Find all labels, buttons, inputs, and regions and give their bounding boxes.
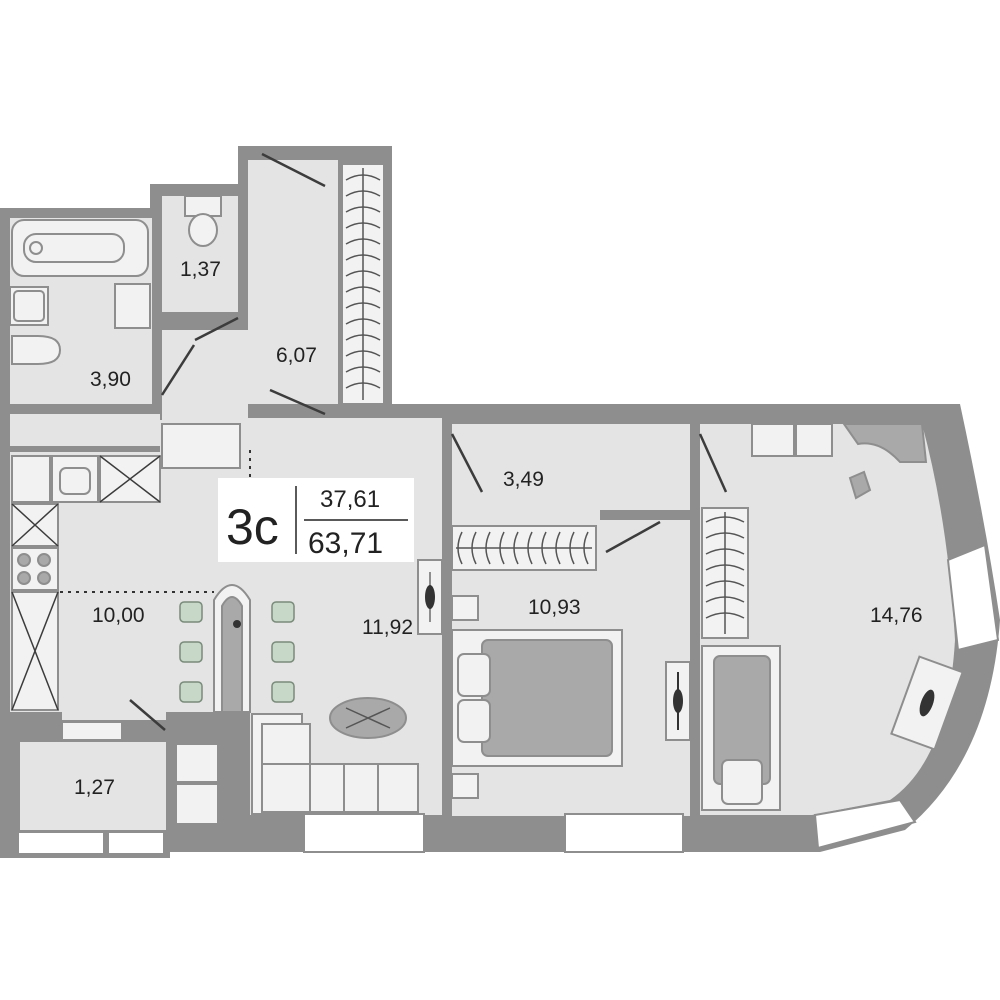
window-living [303, 813, 425, 853]
master-door [698, 433, 728, 493]
balcony-door [129, 699, 166, 731]
pillow [457, 699, 491, 743]
hall-door [269, 388, 326, 416]
desk-chair [848, 470, 872, 500]
total-area: 63,71 [308, 527, 383, 560]
kitchen-fixtures [11, 423, 251, 711]
entry-door [261, 152, 326, 188]
bedroom-furniture [451, 595, 691, 799]
balcony-threshold [61, 721, 123, 741]
bed-mattress [481, 639, 613, 757]
room-labels: 1,37 3,90 6,07 3,49 10,00 11,92 10,93 14… [74, 258, 923, 799]
balcony-cabinet [175, 743, 219, 783]
washing-machine [114, 283, 151, 329]
table-inner [221, 596, 243, 713]
window-bedroom [564, 813, 684, 853]
desk-cabinet [795, 423, 833, 457]
sink-bowl [13, 290, 45, 322]
windows [17, 543, 1000, 855]
room-area-kitchen: 10,00 [92, 604, 145, 627]
nightstand [451, 595, 479, 621]
dining-set [179, 584, 295, 713]
desk-top [842, 423, 928, 463]
chair [271, 641, 295, 663]
storage-floor [10, 414, 160, 446]
room-area-master: 14,76 [870, 604, 923, 627]
master-desk [751, 423, 964, 751]
bathtub-inner [23, 233, 125, 263]
apartment-badge: 3с 37,61 63,71 [218, 478, 414, 562]
room-area-bedroom: 10,93 [528, 596, 581, 619]
living-area: 37,61 [320, 486, 380, 513]
toilet-bowl [188, 213, 218, 247]
window-master-side [946, 543, 1000, 652]
bedroom-door [450, 433, 484, 493]
room-area-corridor: 3,49 [503, 468, 544, 491]
window-balcony-left [17, 831, 105, 855]
stove [11, 547, 59, 591]
balcony-floor [20, 742, 166, 830]
room-area-living: 11,92 [362, 616, 413, 639]
balcony-cabinet [175, 783, 219, 825]
sofa [261, 763, 419, 813]
desk-cabinet [751, 423, 795, 457]
sofa-cushion [261, 723, 311, 765]
room-area-balcony: 1,27 [74, 776, 115, 799]
doors [61, 152, 728, 825]
corridor-wardrobe [451, 525, 597, 571]
bathtub-drain [29, 241, 43, 255]
window-master-bottom [813, 798, 917, 850]
bath-fixtures [9, 195, 222, 365]
pillow [457, 653, 491, 697]
room-area-bathroom: 3,90 [90, 368, 131, 391]
room-area-hall: 6,07 [276, 344, 317, 367]
toilet-door [194, 316, 239, 342]
nightstand [451, 773, 479, 799]
wardrobe-door [605, 520, 661, 554]
kitchen-sink [59, 467, 91, 495]
chair [179, 641, 203, 663]
chair [271, 681, 295, 703]
master-wardrobe [701, 507, 781, 811]
bath-toilet [11, 335, 62, 365]
corridor-floor [452, 424, 690, 520]
boiler-cabinet [161, 423, 241, 469]
bath-door [160, 344, 196, 396]
hall-wardrobe [341, 163, 385, 405]
hall-floor [162, 160, 338, 420]
chair [179, 601, 203, 623]
counter-1 [11, 455, 51, 503]
window-balcony-right [107, 831, 165, 855]
master-pillow [721, 759, 763, 805]
apartment-type: 3с [226, 499, 279, 555]
chair [179, 681, 203, 703]
room-area-toilet: 1,37 [180, 258, 221, 281]
living-furniture [251, 559, 443, 815]
chair [271, 601, 295, 623]
